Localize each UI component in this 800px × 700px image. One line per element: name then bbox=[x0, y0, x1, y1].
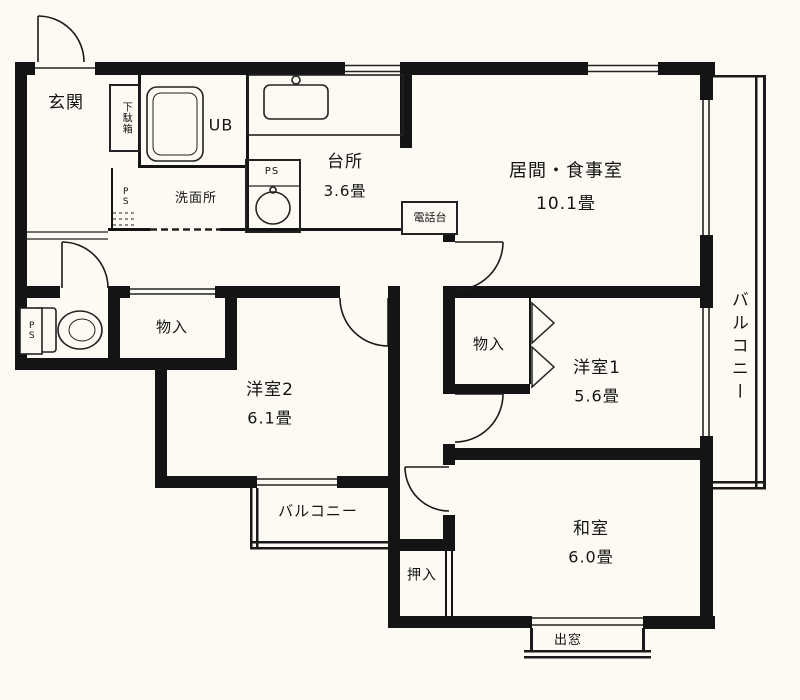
room-size-daidokoro: 3.6畳 bbox=[323, 182, 367, 201]
bifold-doors bbox=[531, 301, 556, 389]
entry-step-line bbox=[27, 231, 108, 240]
bathtub bbox=[146, 86, 204, 162]
room-label-genkan: 玄関 bbox=[48, 93, 84, 114]
east-room-door-arc bbox=[454, 393, 504, 443]
room-size-yoshitsu2: 6.1畳 bbox=[247, 408, 293, 428]
washitsu-door-arc bbox=[404, 466, 450, 512]
pipe-space-box bbox=[19, 307, 43, 355]
room-label-balcony-south: バルコニー bbox=[278, 502, 358, 521]
wash-basin bbox=[245, 159, 301, 233]
toilet bbox=[35, 307, 103, 353]
room-label-getabako: 下駄箱 bbox=[120, 101, 132, 135]
room-label-living-dining: 居間・食事室 bbox=[509, 160, 623, 182]
balcony-east-rail bbox=[713, 75, 766, 490]
room-size-washitsu: 6.0畳 bbox=[568, 547, 614, 567]
room-size-living-dining: 10.1畳 bbox=[536, 194, 596, 215]
ps-label-toilet: PS bbox=[26, 321, 37, 341]
walls bbox=[15, 62, 715, 629]
living-door-arc bbox=[454, 241, 504, 291]
west-room-door-arc bbox=[339, 297, 389, 347]
room-label-balcony-east: バルコニー bbox=[727, 290, 748, 406]
toilet-door-arc bbox=[61, 241, 109, 289]
ps-hatch bbox=[113, 212, 137, 226]
room-label-washitsu: 和室 bbox=[573, 519, 609, 540]
room-label-oshiire: 押入 bbox=[407, 567, 437, 584]
partitions bbox=[108, 62, 531, 616]
doors bbox=[37, 15, 504, 512]
room-label-mononyu-east: 物入 bbox=[472, 335, 506, 354]
fixtures bbox=[19, 74, 556, 389]
room-label-mononyu-west: 物入 bbox=[155, 318, 189, 337]
label-telephone-stand: 電話台 bbox=[413, 211, 447, 225]
ps-label-washroom: PS bbox=[120, 187, 131, 207]
shoe-cabinet-box bbox=[109, 84, 141, 152]
balcony-south-rail bbox=[250, 488, 390, 550]
room-label-daidokoro: 台所 bbox=[327, 152, 363, 173]
room-size-yoshitsu1: 5.6畳 bbox=[574, 386, 620, 406]
windows bbox=[35, 64, 713, 626]
bay-window bbox=[524, 628, 651, 659]
kitchen-counter bbox=[247, 74, 404, 136]
telephone-stand-box bbox=[401, 201, 458, 235]
room-label-yoshitsu2: 洋室2 bbox=[246, 380, 294, 401]
entrance-door-arc bbox=[37, 15, 85, 63]
room-label-yoshitsu1: 洋室1 bbox=[573, 358, 621, 379]
room-label-demado: 出窓 bbox=[553, 633, 583, 649]
ps-label-basin: PS bbox=[264, 165, 280, 177]
room-label-ub: UB bbox=[208, 115, 234, 135]
room-label-senmenjo: 洗面所 bbox=[174, 191, 218, 207]
